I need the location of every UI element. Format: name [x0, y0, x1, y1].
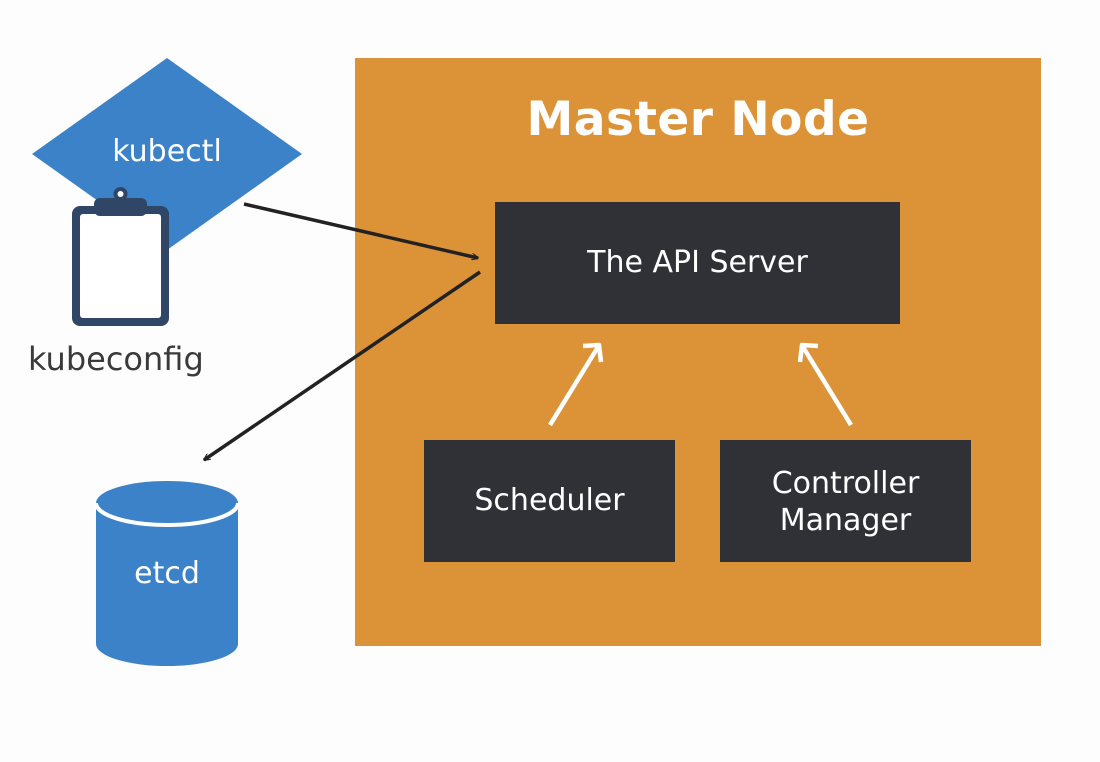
etcd-cylinder-icon — [94, 481, 240, 666]
kubectl-label: kubectl — [112, 134, 222, 169]
controller-manager-label-line1: Controller — [771, 465, 920, 501]
master-node-title: Master Node — [526, 92, 870, 147]
api-server-label: The API Server — [587, 245, 808, 281]
api-server-box: The API Server — [495, 202, 900, 324]
kubeconfig-label: kubeconfig — [28, 340, 204, 378]
api-to-etcd-arrow — [204, 270, 481, 462]
scheduler-label: Scheduler — [474, 483, 625, 519]
controller-manager-to-api-arrow — [797, 342, 853, 427]
controller-manager-label-line2: Manager — [779, 503, 912, 538]
scheduler-to-api-arrow — [548, 342, 604, 427]
etcd-label: etcd — [134, 556, 200, 591]
kubectl-to-api-arrow — [243, 202, 478, 258]
clipboard-icon — [72, 187, 169, 326]
controller-manager-box: Controller Manager — [720, 440, 971, 562]
scheduler-box: Scheduler — [424, 440, 675, 562]
